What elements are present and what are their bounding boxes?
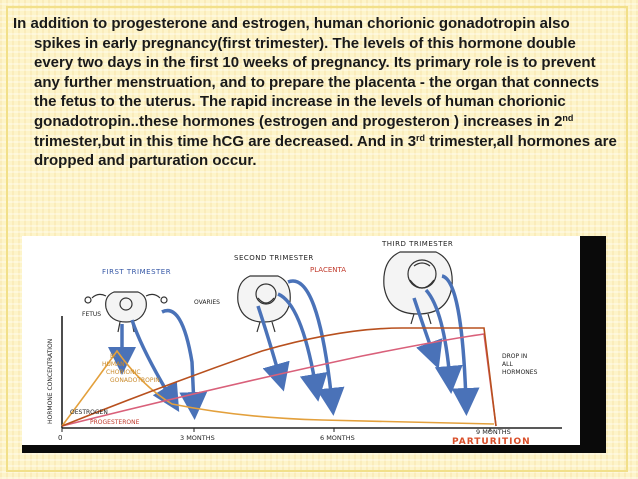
drop-label-line: DROP IN (502, 353, 527, 360)
second-uterus-sketch (237, 275, 291, 333)
hcg-label-line: HUMAN (102, 361, 125, 368)
text-segment: trimester,all hormones are dropped and p… (34, 132, 617, 170)
slide-text: In addition to progesterone and estrogen… (13, 14, 618, 171)
ovaries-label: OVARIES (194, 299, 220, 306)
drop-hormones-label: DROP IN ALL HORMONES (502, 353, 538, 376)
first-trimester-label: FIRST TRIMESTER (102, 268, 171, 276)
tick-label-6-months: 6 MONTHS (320, 434, 355, 442)
hcg-label-line: B- (110, 353, 116, 360)
estrogen-label: OESTROGEN (70, 409, 108, 416)
body-paragraph: In addition to progesterone and estrogen… (13, 14, 618, 171)
hcg-label: B- HUMAN CHORIONIC GONADOTROPIN (102, 353, 160, 384)
drop-label-line: HORMONES (502, 369, 538, 376)
pregnancy-hormone-diagram: FIRST TRIMESTER SECOND TRIMESTER THIRD T… (22, 236, 606, 453)
tick-label-0: 0 (58, 434, 62, 442)
slide-frame (6, 6, 628, 472)
superscript-nd: nd (562, 112, 574, 123)
y-axis-label: HORMONE CONCENTRATION (47, 339, 54, 424)
fetus-label: FETUS (82, 311, 101, 318)
hcg-label-line: GONADOTROPIN (110, 377, 160, 384)
hcg-label-line: CHORIONIC (106, 369, 141, 376)
hormone-arrows (108, 274, 480, 420)
second-trimester-label: SECOND TRIMESTER (234, 254, 314, 262)
progesterone-curve (61, 327, 497, 427)
placenta-label: PLACENTA (310, 266, 346, 274)
hcg-curve (61, 349, 495, 427)
text-segment: In addition to progesterone and estrogen… (13, 15, 600, 130)
drop-label-line: ALL (502, 361, 513, 368)
progesterone-label: PROGESTERONE (90, 419, 140, 426)
tick-label-9-months: 9 MONTHS (476, 428, 511, 436)
third-trimester-label: THIRD TRIMESTER (381, 240, 453, 248)
parturition-label: PARTURITION (452, 437, 531, 447)
tick-label-3-months: 3 MONTHS (180, 434, 215, 442)
superscript-rd: rd (416, 132, 426, 143)
text-segment: trimester,but in this time hCG are decre… (34, 132, 417, 150)
first-uterus-sketch (84, 291, 168, 333)
right-black-bar (580, 236, 606, 453)
estrogen-curve (61, 333, 497, 427)
bottom-black-bar (22, 445, 606, 453)
